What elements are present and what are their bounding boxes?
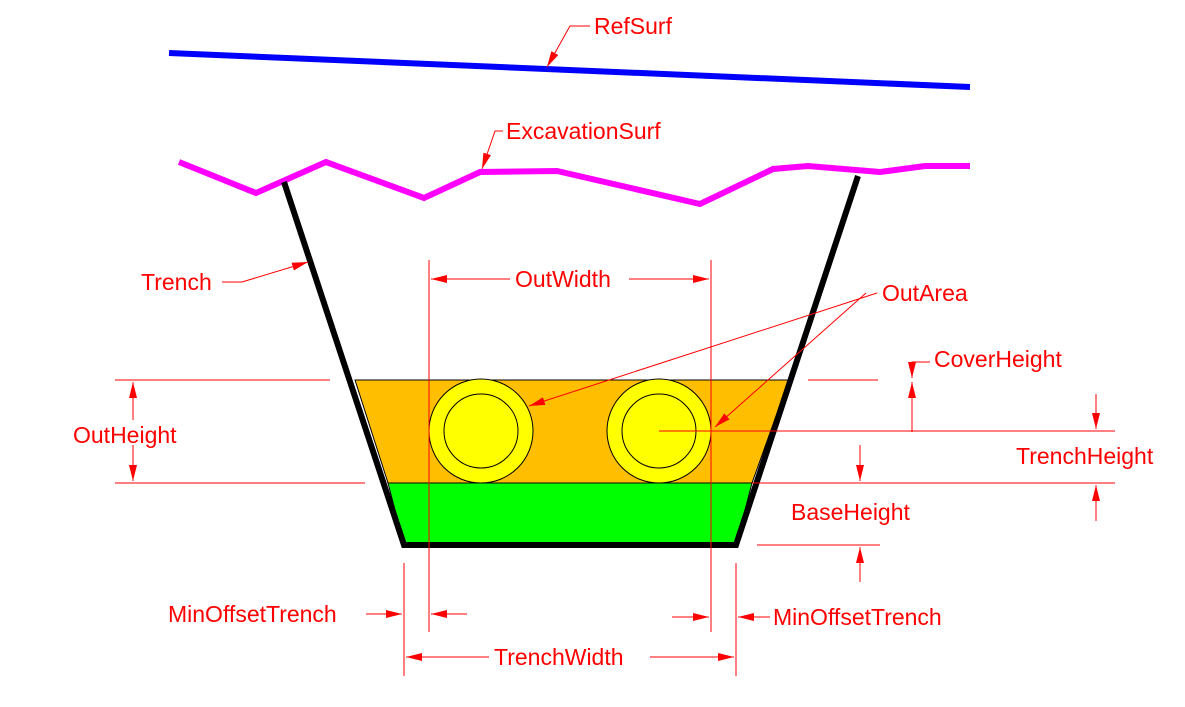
out-width-label: OutWidth xyxy=(515,266,611,292)
base-height-label: BaseHeight xyxy=(791,499,911,525)
pipe-left xyxy=(428,378,534,484)
ref-surf-label: RefSurf xyxy=(594,13,673,39)
out-height-label: OutHeight xyxy=(73,422,177,448)
excavation-surf-label: ExcavationSurf xyxy=(506,118,661,144)
base-layer xyxy=(387,482,753,546)
ref-surface-line xyxy=(168,50,971,90)
out-area-label: OutArea xyxy=(882,280,968,306)
trench-height-label: TrenchHeight xyxy=(1016,443,1154,469)
cover-height-label: CoverHeight xyxy=(934,346,1062,372)
trench-label: Trench xyxy=(141,269,212,295)
min-offset-trench-left-label: MinOffsetTrench xyxy=(168,601,337,627)
trench-width-label: TrenchWidth xyxy=(494,644,624,670)
trench-wall xyxy=(281,175,861,548)
excavation-surface-line xyxy=(177,158,970,208)
annotation-lines xyxy=(115,25,1115,676)
min-offset-trench-right-label: MinOffsetTrench xyxy=(773,604,942,630)
